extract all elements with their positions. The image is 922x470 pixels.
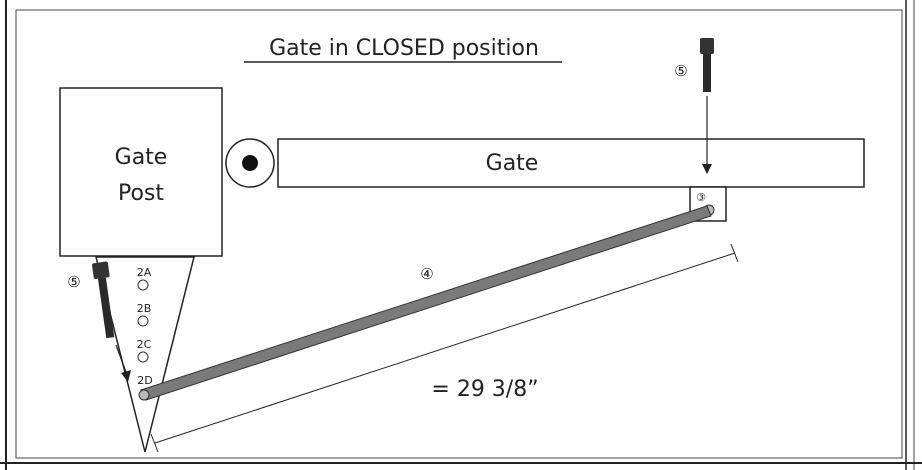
hole-label-2b: 2B [137, 302, 152, 315]
gate-rail [277, 138, 865, 188]
measurement-label: = 29 3/8” [431, 377, 538, 402]
callout-bolt-post: ⑤ [67, 273, 80, 291]
dimension-tick-right [730, 243, 739, 263]
gate-post [59, 87, 223, 257]
hole-label-2d: 2D [137, 374, 152, 387]
hole-2a [137, 279, 149, 291]
hole-2b [137, 315, 149, 327]
diagram-title: Gate in CLOSED position [269, 36, 539, 61]
gate-post-label-line2: Post [118, 181, 164, 206]
dimension-tick-left [150, 433, 159, 453]
callout-strap: ④ [420, 265, 433, 283]
hinge-pin [242, 155, 258, 171]
callout-bolt-top: ⑤ [674, 62, 687, 80]
hole-2c [137, 351, 149, 363]
post-bolt-arrowhead [121, 370, 131, 382]
gate-post-label-line1: Gate [115, 145, 168, 170]
hole-label-2a: 2A [137, 266, 152, 279]
post-bolt [92, 261, 115, 339]
post-bolt-arrow-line [115, 344, 127, 373]
gate-label: Gate [486, 151, 539, 176]
dimension-line [154, 252, 736, 444]
diagonal-strap [138, 205, 712, 401]
hole-label-2c: 2C [137, 338, 152, 351]
callout-bracket: ③ [696, 191, 706, 204]
top-bolt [700, 38, 714, 92]
top-bolt-arrowhead [702, 164, 712, 174]
frame-border [15, 9, 903, 459]
